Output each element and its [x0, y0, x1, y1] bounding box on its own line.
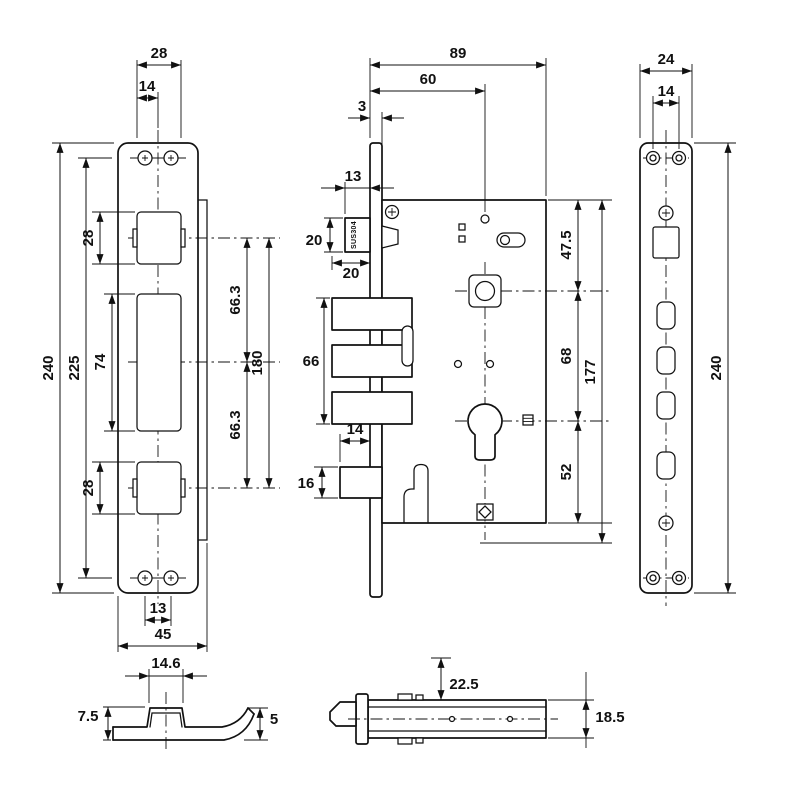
faceplate-extension-lines [639, 64, 736, 594]
faceplate-bolt-hole [656, 391, 676, 420]
dim-screw-spacing-label: 225 [66, 355, 83, 380]
dim-case-depth-label: 89 [450, 45, 467, 62]
section-extension-lines [103, 669, 268, 741]
strike-lower-cutout-notch-right [180, 478, 186, 498]
dim-case-width-label: 18.5 [595, 709, 624, 726]
screw-slot [401, 325, 414, 367]
faceplate-view: 24 14 240 [639, 51, 736, 606]
case-detail-square [458, 223, 466, 231]
section-channel-inner [149, 712, 183, 728]
cylinder-fixing-hole [480, 214, 490, 224]
top-view-inner-lines [367, 706, 547, 732]
dim-section-lip-label: 5 [270, 711, 278, 728]
dim-latch-pitch-label: 20 [343, 265, 360, 282]
top-view-boss [415, 694, 424, 701]
strike-screw-hole [163, 570, 179, 586]
dim-latch-height-label: 20 [306, 232, 323, 249]
latch-bolt-head [344, 217, 371, 253]
strike-section-view: 14.6 7.5 5 [78, 655, 278, 752]
spring-slot [496, 232, 526, 248]
strike-upper-cutout [136, 211, 182, 265]
dim-deadbolt-height-label: 66 [303, 353, 320, 370]
cylinder-detail [522, 414, 534, 426]
bottom-spindle-hub [476, 503, 494, 521]
dim-spindle-to-cylinder-label: 68 [558, 348, 575, 365]
top-view-pin [506, 715, 514, 723]
faceplate-rivet-hole [645, 150, 661, 166]
dim-front-width-label: 22.5 [449, 676, 478, 693]
dim-lower-cutout-label: 28 [80, 480, 97, 497]
top-view-pin [448, 715, 456, 723]
dim-cylinder-to-bottom-label: 52 [558, 464, 575, 481]
lock-body-view: SUS304 89 60 3 [298, 45, 612, 598]
faceplate-rivet-hole [671, 570, 687, 586]
faceplate-bolt-hole [656, 346, 676, 375]
strike-screw-hole [137, 150, 153, 166]
strike-upper-cutout-notch-left [132, 228, 138, 248]
faceplate-latch-hole [652, 226, 680, 259]
material-stamp-label: SUS304 [351, 221, 358, 249]
dim-faceplate-height-label: 240 [708, 355, 725, 380]
dim-upper-pitch-label: 66.3 [227, 285, 244, 314]
top-view-boss [397, 693, 413, 701]
section-end-caps [112, 707, 255, 741]
dim-top-to-spindle-label: 47.5 [558, 230, 575, 259]
dim-cutout-span-label: 180 [249, 350, 266, 375]
dim-bottom-cutout-width-label: 13 [150, 600, 167, 617]
dim-channel-half-width-label: 14 [139, 78, 156, 95]
dim-section-channel-label: 14.6 [151, 655, 180, 672]
case-pedestal [403, 463, 429, 524]
dim-center-cutout-label: 74 [92, 353, 109, 370]
dim-strike-width-label: 45 [155, 626, 172, 643]
deadbolt-segment [331, 297, 413, 331]
dim-backset-label: 60 [420, 71, 437, 88]
top-view-latch [329, 701, 357, 727]
dim-channel-width-label: 28 [151, 45, 168, 62]
deadbolt-segment [331, 344, 413, 378]
faceplate-screw [658, 205, 674, 221]
strike-lower-cutout-notch-left [132, 478, 138, 498]
aux-bolt [339, 466, 383, 499]
case-detail-square [458, 235, 466, 243]
dim-case-height-label: 177 [582, 359, 599, 384]
strike-center-cutout [136, 293, 182, 432]
lock-top-view: 22.5 18.5 [329, 657, 625, 748]
strike-screw-hole [163, 150, 179, 166]
strike-lower-cutout [136, 461, 182, 515]
spindle-hub [468, 274, 502, 308]
dim-lower-pitch-label: 66.3 [227, 410, 244, 439]
case-screw [384, 204, 400, 220]
faceplate-bolt-hole [656, 451, 676, 480]
euro-cylinder-hole [467, 403, 503, 461]
strike-screw-hole [137, 570, 153, 586]
dim-upper-cutout-label: 28 [80, 230, 97, 247]
dim-faceplate-hole-spacing-label: 14 [658, 83, 675, 100]
dim-aux-throw-label: 14 [347, 421, 364, 438]
section-bottom-profile [112, 713, 255, 741]
strike-box-flange [197, 199, 208, 541]
dim-latch-throw-label: 13 [345, 168, 362, 185]
case-hole [453, 359, 463, 369]
top-view-boss [415, 737, 424, 744]
case-hole [485, 359, 495, 369]
faceplate-bolt-hole [656, 301, 676, 330]
faceplate-rivet-hole [645, 570, 661, 586]
faceplate-rivet-hole [671, 150, 687, 166]
latch-bolt-tail [381, 225, 399, 249]
dim-section-height-label: 7.5 [78, 708, 99, 725]
strike-plate-view: 28 14 240 225 74 28 28 66.3 66.3 180 13 … [40, 45, 280, 652]
dim-faceplate-standout-label: 3 [358, 98, 366, 115]
strike-upper-cutout-notch-right [180, 228, 186, 248]
deadbolt-segment [331, 391, 413, 425]
top-view-boss [397, 737, 413, 745]
dim-aux-height-label: 16 [298, 475, 315, 492]
dim-strike-height-label: 240 [40, 355, 57, 380]
faceplate-screw [658, 515, 674, 531]
dim-faceplate-width-label: 24 [658, 51, 675, 68]
